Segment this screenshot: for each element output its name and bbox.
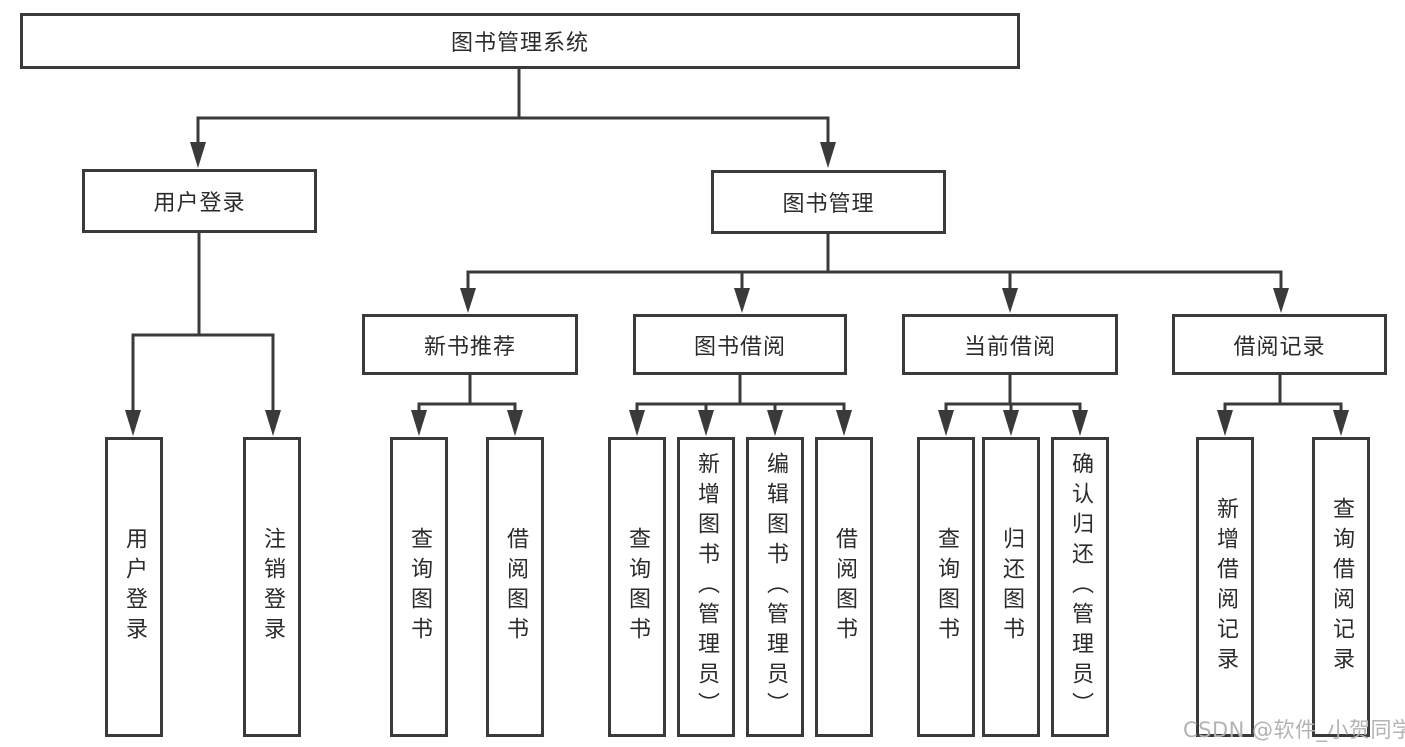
node-label: 当前借阅 bbox=[963, 334, 1056, 360]
node-label: 图书管理系统 bbox=[450, 31, 589, 56]
node-user-login: 用户登录 bbox=[82, 169, 317, 233]
leaf-query-books-borrow: 查询图书 bbox=[608, 437, 666, 737]
node-label: 编辑图书（管理员） bbox=[763, 452, 788, 722]
node-label: 图书借阅 bbox=[693, 334, 786, 360]
node-label: 确认归还（管理员） bbox=[1068, 452, 1093, 722]
node-new-book-recommend: 新书推荐 bbox=[362, 314, 578, 375]
node-label: 新增图书（管理员） bbox=[694, 452, 719, 722]
leaf-user-login: 用户登录 bbox=[105, 437, 163, 737]
leaf-logout: 注销登录 bbox=[243, 437, 301, 737]
node-label: 用户登录 bbox=[122, 527, 147, 647]
node-current-borrow: 当前借阅 bbox=[902, 314, 1118, 375]
node-label: 借阅图书 bbox=[503, 527, 528, 647]
node-label: 归还图书 bbox=[999, 527, 1024, 647]
node-label: 借阅图书 bbox=[832, 527, 857, 647]
leaf-add-books-admin: 新增图书（管理员） bbox=[677, 437, 735, 737]
leaf-return-books: 归还图书 bbox=[982, 437, 1040, 737]
node-label: 用户登录 bbox=[153, 191, 246, 216]
csdn-watermark: CSDN @软件_小贺同学 bbox=[1183, 718, 1405, 742]
leaf-add-borrow-record: 新增借阅记录 bbox=[1196, 437, 1254, 737]
arrowheads bbox=[125, 142, 1349, 436]
leaf-query-books-recommend: 查询图书 bbox=[390, 437, 448, 737]
node-label: 借阅记录 bbox=[1233, 334, 1326, 360]
leaf-borrow-books-recommend: 借阅图书 bbox=[486, 437, 544, 737]
node-label: 新书推荐 bbox=[423, 334, 516, 360]
node-label: 查询图书 bbox=[407, 527, 432, 647]
node-label: 查询图书 bbox=[625, 527, 650, 647]
node-book-borrow: 图书借阅 bbox=[633, 314, 847, 375]
leaf-query-borrow-record: 查询借阅记录 bbox=[1312, 437, 1370, 737]
leaf-edit-books-admin: 编辑图书（管理员） bbox=[746, 437, 804, 737]
node-label: 查询图书 bbox=[934, 527, 959, 647]
node-book-management: 图书管理 bbox=[711, 170, 946, 234]
node-label: 注销登录 bbox=[260, 527, 285, 647]
leaf-confirm-return-admin: 确认归还（管理员） bbox=[1051, 437, 1109, 737]
node-label: 查询借阅记录 bbox=[1329, 497, 1354, 677]
leaf-query-books-current: 查询图书 bbox=[917, 437, 975, 737]
node-label: 图书管理 bbox=[782, 192, 875, 217]
node-borrow-records: 借阅记录 bbox=[1172, 314, 1387, 375]
leaf-borrow-books: 借阅图书 bbox=[815, 437, 873, 737]
node-library-management-system: 图书管理系统 bbox=[20, 13, 1020, 69]
node-label: 新增借阅记录 bbox=[1213, 497, 1238, 677]
